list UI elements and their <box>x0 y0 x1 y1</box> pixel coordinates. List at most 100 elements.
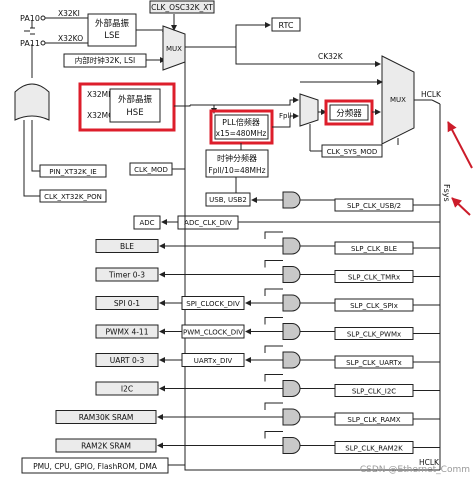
mux-sys <box>381 55 415 145</box>
lse-label-2: LSE <box>104 31 120 41</box>
x32ko-label: X32KO <box>58 34 83 43</box>
x32mi-label: X32MI <box>87 90 110 99</box>
peripheral-div-label: PWM_CLOCK_DIV <box>183 329 243 337</box>
pll-label-2: x15=480MHz <box>216 129 267 138</box>
pa10-pin <box>40 15 46 21</box>
hclk-bottom-label: HCLK <box>419 458 440 467</box>
slp-gate-label: SLP_CLK_PWMx <box>347 331 401 339</box>
clk-osc32k-xt-label: CLK_OSC32K_XT <box>151 3 213 12</box>
x32ki-label: X32KI <box>58 9 80 18</box>
usb-block <box>205 192 251 207</box>
hse-block <box>109 88 161 123</box>
clock-div-block <box>205 149 269 178</box>
lse-label-1: 外部晶振 <box>95 18 130 29</box>
peripheral-box <box>95 324 159 339</box>
peripheral-label: Timer 0-3 <box>108 271 145 280</box>
peripheral-label: SPI 0-1 <box>114 299 140 308</box>
fsys-label: Fsys <box>442 184 451 202</box>
lsi-label: 内部时钟32K, LSI <box>75 55 135 65</box>
or-gate-left <box>14 83 50 121</box>
clock-tap <box>264 231 283 239</box>
red-arrow-fsys <box>451 197 471 216</box>
clock-tap <box>264 402 283 410</box>
peripheral-label: RAM2K SRAM <box>81 442 131 451</box>
slp-gate-label: SLP_CLK_TMRx <box>348 274 400 282</box>
peripheral-label: BLE <box>120 242 134 251</box>
peripheral-label: I2C <box>121 385 133 394</box>
clk-xt32k-pon-label: CLK_XT32K_PON <box>44 193 102 201</box>
mux-sys-label: MUX <box>390 96 406 104</box>
pll-block <box>214 114 269 140</box>
adc-label: ADC <box>139 219 154 227</box>
clock-tap <box>264 374 283 382</box>
slp-gate-label: SLP_CLK_RAM2K <box>345 445 403 453</box>
and-gate <box>282 408 301 426</box>
clk-sys-mod-label: CLK_SYS_MOD <box>327 148 377 156</box>
bottom-bar-label: PMU, CPU, GPIO, FlashROM, DMA <box>33 462 158 471</box>
peripheral-box <box>55 438 157 453</box>
adc-block <box>133 215 161 230</box>
peripheral-box <box>95 353 159 367</box>
and-gate <box>282 323 301 340</box>
clock-tap <box>264 317 283 325</box>
pa10-label: PA10 <box>20 14 40 23</box>
usb-gate <box>282 191 301 209</box>
peripheral-label: UART 0-3 <box>110 356 145 365</box>
peripheral-box <box>55 410 157 424</box>
and-gate <box>282 237 301 255</box>
clk-mod-label: CLK_MOD <box>134 166 168 174</box>
peripheral-box <box>95 381 159 396</box>
red-arrow-hclk <box>447 121 473 169</box>
clk-osc32k-xt-box <box>149 0 215 14</box>
clock-div-label-1: 时钟分频器 <box>217 153 257 163</box>
clock-tap <box>264 345 283 353</box>
peripheral-box <box>95 239 159 253</box>
peripheral-div-label: SPI_CLOCK_DIV <box>186 300 240 308</box>
clock-tap <box>264 431 283 439</box>
watermark: CSDN @Ethernet_Comm <box>359 465 470 475</box>
mux-pll <box>299 93 319 127</box>
slp-gate-label: SLP_CLK_SPIx <box>350 302 398 310</box>
mux-32k-label: MUX <box>166 45 182 53</box>
hse-label-2: HSE <box>126 108 143 118</box>
slp-gate-label: SLP_CLK_RAMX <box>347 416 400 424</box>
adc-clk-div-label: ADC_CLK_DIV <box>184 219 232 227</box>
divider-block <box>329 104 369 121</box>
clock-tap <box>264 260 283 268</box>
clock-div-label-2: Fpll/10=48MHz <box>208 166 265 175</box>
hclk-top-label: HCLK <box>421 90 442 99</box>
and-gate <box>282 380 301 397</box>
hse-highlight <box>78 82 176 132</box>
x32mo-label: X32MO <box>87 111 114 120</box>
slp-gate-label: SLP_CLK_I2C <box>352 388 396 396</box>
peripheral-box <box>95 267 159 282</box>
pin-xt32k-ie-label: PIN_XT32K_IE <box>49 168 96 176</box>
and-gate <box>282 351 301 369</box>
ck32k-label: CK32K <box>318 52 344 61</box>
usb-label: USB, USB2 <box>209 196 247 204</box>
rtc-label: RTC <box>279 21 294 30</box>
slp-gate-label: SLP_CLK_UARTx <box>346 359 402 367</box>
clk-xt32k-pon-box <box>39 189 107 203</box>
peripheral-box <box>95 296 159 310</box>
pin-xt32k-ie-box <box>39 164 107 178</box>
and-gate <box>282 437 301 454</box>
and-gate <box>282 266 301 283</box>
divider-label: 分频器 <box>336 108 362 119</box>
peripheral-label: PWMX 4-11 <box>106 328 149 337</box>
pll-label-1: PLL倍频器 <box>222 117 260 127</box>
pa11-label: PA11 <box>20 39 40 48</box>
and-gate <box>282 294 301 312</box>
peripheral-div-label: UARTx_DIV <box>194 357 233 365</box>
hse-label-1: 外部晶振 <box>118 94 153 105</box>
fpll-label: Fpll <box>279 112 291 120</box>
rtc-block <box>271 17 301 32</box>
lse-block <box>87 13 137 47</box>
clock-tap <box>264 288 283 296</box>
peripheral-label: RAM30K SRAM <box>79 413 134 422</box>
usb-gate-label: SLP_CLK_USB/2 <box>347 202 401 210</box>
pa11-pin <box>40 40 46 46</box>
slp-gate-label: SLP_CLK_BLE <box>351 245 397 253</box>
